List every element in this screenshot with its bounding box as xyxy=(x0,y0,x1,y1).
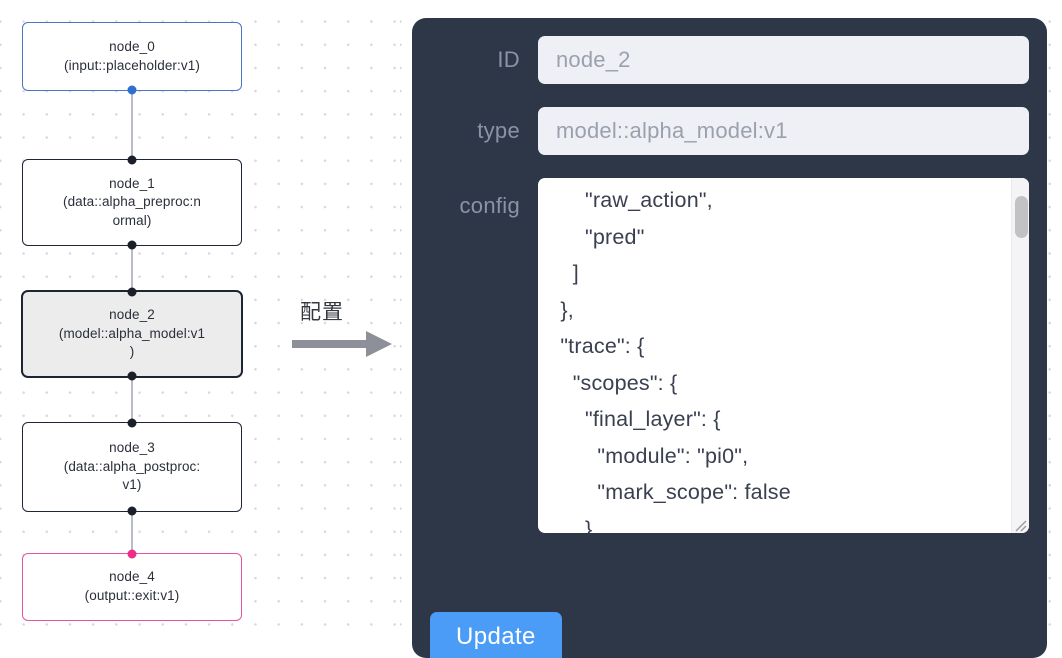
graph-node-label: node_4 (output::exit:v1) xyxy=(84,569,180,603)
graph-node-label: node_2 (model::alpha_model:v1 ) xyxy=(58,307,206,360)
graph-node-node_2[interactable]: node_2 (model::alpha_model:v1 ) xyxy=(22,287,242,381)
graph-canvas[interactable]: node_0 (input::placeholder:v1) node_1 (d… xyxy=(0,0,400,643)
node-handle-bottom-icon[interactable] xyxy=(127,371,137,381)
graph-node-node_3[interactable]: node_3 (data::alpha_postproc: v1) xyxy=(22,418,242,516)
edge-node3-node4 xyxy=(131,512,133,553)
arrow-right-icon xyxy=(292,331,392,357)
node-handle-bottom-icon[interactable] xyxy=(127,85,137,95)
resize-handle-icon[interactable] xyxy=(1011,516,1027,532)
node-handle-top-icon[interactable] xyxy=(127,418,137,428)
config-field-row: config "raw_action", "pred" ] }, "trace"… xyxy=(430,178,1029,533)
id-field-row: ID xyxy=(430,36,1029,84)
config-scrollbar-thumb[interactable] xyxy=(1015,196,1028,238)
node-handle-top-icon[interactable] xyxy=(127,155,137,165)
node-handle-top-icon[interactable] xyxy=(127,287,137,297)
update-button[interactable]: Update xyxy=(430,612,562,658)
config-textarea-wrapper[interactable]: "raw_action", "pred" ] }, "trace": { "sc… xyxy=(538,178,1029,533)
config-field-label: config xyxy=(459,193,520,218)
graph-node-node_0[interactable]: node_0 (input::placeholder:v1) xyxy=(22,22,242,95)
id-input[interactable] xyxy=(538,36,1029,84)
graph-node-label: node_1 (data::alpha_preproc:n ormal) xyxy=(62,175,202,228)
id-field-label: ID xyxy=(497,47,520,72)
node-config-panel: ID type config "raw_action", "pred" ] },… xyxy=(412,18,1047,658)
type-input[interactable] xyxy=(538,107,1029,155)
graph-node-label: node_0 (input::placeholder:v1) xyxy=(64,38,200,73)
edge-node0-node1 xyxy=(131,90,133,160)
node-handle-bottom-icon[interactable] xyxy=(127,506,137,516)
node-handle-bottom-icon[interactable] xyxy=(127,240,137,250)
edge-node1-node2 xyxy=(131,245,133,292)
type-field-label: type xyxy=(477,118,520,143)
config-scrollbar[interactable] xyxy=(1011,178,1029,533)
graph-node-label: node_3 (data::alpha_postproc: v1) xyxy=(63,440,201,493)
config-textarea[interactable]: "raw_action", "pred" ] }, "trace": { "sc… xyxy=(538,178,1011,533)
node-handle-top-icon[interactable] xyxy=(127,549,137,559)
configure-arrow-group: 配置 xyxy=(292,296,396,362)
graph-node-node_1[interactable]: node_1 (data::alpha_preproc:n ormal) xyxy=(22,155,242,250)
type-field-row: type xyxy=(430,107,1029,155)
edge-node2-node3 xyxy=(131,376,133,422)
graph-node-node_4[interactable]: node_4 (output::exit:v1) xyxy=(22,549,242,621)
configure-arrow-label: 配置 xyxy=(300,300,344,324)
